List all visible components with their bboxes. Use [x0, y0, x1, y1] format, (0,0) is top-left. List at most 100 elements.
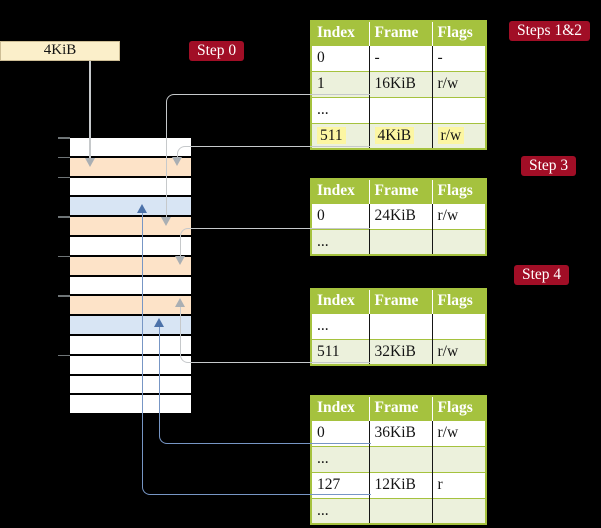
table-cell: r	[432, 471, 486, 498]
column-header: Flags	[432, 396, 486, 420]
table-cell: 127	[311, 471, 370, 498]
column-header: Index	[311, 396, 370, 420]
step-3-badge: Step 3	[521, 156, 577, 176]
connector-table3-row511-to-stack	[180, 307, 370, 363]
table-cell	[432, 445, 486, 472]
frame-4kib-box: 4KiB	[0, 41, 120, 61]
memory-row-white	[70, 355, 191, 374]
table-cell: r/w	[432, 70, 486, 97]
step-0-badge: Step 0	[189, 41, 245, 61]
connector-4kib-to-stack	[89, 61, 91, 158]
table-cell	[369, 96, 433, 123]
table-cell	[432, 228, 486, 255]
table-cell	[369, 497, 433, 524]
table-cell: -	[432, 44, 486, 71]
table-cell	[432, 312, 486, 339]
table-cell: ...	[311, 96, 370, 123]
table-cell	[432, 497, 486, 524]
memory-row-white	[70, 335, 191, 354]
table-cell: 12KiB	[369, 471, 433, 498]
memory-tick	[58, 216, 70, 218]
arrowhead-down-icon	[175, 256, 186, 265]
memory-row-peach	[70, 296, 191, 315]
column-header: Frame	[369, 396, 433, 420]
table-cell: -	[369, 44, 433, 71]
table-cell	[369, 228, 433, 255]
memory-row-white	[70, 177, 191, 196]
connector-table4-row127-to-stack	[142, 213, 371, 495]
table-row: 0--	[311, 44, 486, 71]
table-row: ...	[311, 445, 486, 472]
column-header: Index	[311, 179, 370, 203]
table-cell: r/w	[432, 338, 486, 365]
table-cell: ...	[311, 312, 370, 339]
highlighted-value: 511	[317, 126, 346, 144]
column-header: Index	[311, 21, 370, 45]
memory-row-white	[70, 276, 191, 295]
column-header: Flags	[432, 21, 486, 45]
table-cell: r/w	[432, 202, 486, 229]
step-4-badge: Step 4	[514, 265, 570, 285]
physical-memory-stack	[70, 138, 191, 414]
column-header: Frame	[369, 289, 433, 313]
memory-tick	[58, 176, 70, 179]
table-cell: ...	[311, 497, 370, 524]
column-header: Flags	[432, 179, 486, 203]
memory-row-white	[70, 236, 191, 255]
memory-row-white	[70, 138, 191, 156]
arrowhead-down-icon	[84, 158, 95, 167]
table-cell	[369, 312, 433, 339]
memory-tick	[58, 255, 70, 258]
steps-1-2-badge: Steps 1&2	[509, 21, 591, 41]
table-cell: 0	[311, 419, 370, 446]
table-cell: 0	[311, 44, 370, 71]
table-cell: 0	[311, 202, 370, 229]
table-cell: 16KiB	[369, 70, 433, 97]
table-row: ...	[311, 497, 486, 524]
memory-row-peach	[70, 217, 191, 235]
table-cell: 1	[311, 70, 370, 97]
table-cell: 4KiB	[369, 122, 433, 149]
column-header: Index	[311, 289, 370, 313]
table-cell: 36KiB	[369, 419, 433, 446]
memory-tick	[58, 156, 70, 159]
memory-row-white	[70, 395, 191, 414]
table-row: ...	[311, 96, 486, 123]
column-header: Frame	[369, 179, 433, 203]
table-cell: ...	[311, 228, 370, 255]
table-cell: 511	[311, 122, 370, 149]
connector-table1-row1-to-stack	[166, 94, 370, 217]
table-row: ...	[311, 312, 486, 339]
table-cell: ...	[311, 445, 370, 472]
memory-row-blue	[70, 197, 191, 216]
memory-tick	[58, 295, 70, 297]
memory-row-white	[70, 375, 191, 394]
memory-tick	[58, 137, 70, 139]
memory-row-peach	[70, 256, 191, 275]
table-cell: 511	[311, 338, 370, 365]
arrowhead-up-icon	[137, 204, 148, 213]
table-row: ...	[311, 228, 486, 255]
arrowhead-down-icon	[161, 217, 172, 226]
connector-table2-row0-to-stack	[180, 228, 370, 256]
column-header: Frame	[369, 21, 433, 45]
table-cell	[369, 445, 433, 472]
table-cell: r/w	[432, 122, 486, 149]
memory-row-peach	[70, 157, 191, 176]
arrowhead-up-icon	[175, 298, 186, 307]
